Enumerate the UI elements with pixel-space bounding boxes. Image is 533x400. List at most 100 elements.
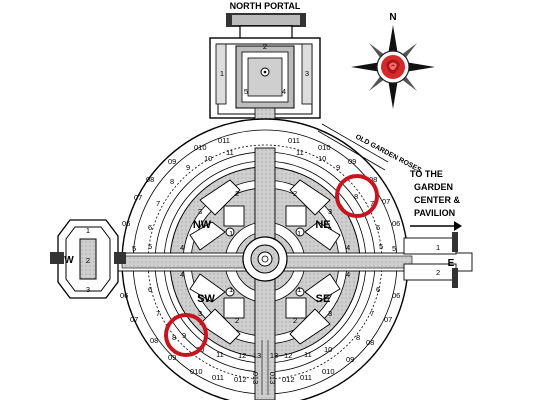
svg-text:07: 07 xyxy=(382,197,390,206)
svg-text:11: 11 xyxy=(226,148,234,157)
svg-text:11: 11 xyxy=(216,350,224,359)
svg-text:08: 08 xyxy=(369,175,377,184)
svg-text:07: 07 xyxy=(134,193,142,202)
svg-text:2: 2 xyxy=(436,268,440,277)
highlight-bed-9[interactable]: 9 xyxy=(164,313,208,357)
svg-text:8: 8 xyxy=(354,192,358,201)
svg-text:3: 3 xyxy=(328,309,332,318)
inner-bed-numbers: 2 2 3 3 4 4 5 5 4 4 3 3 2 2 1 1 1 1 5 5 xyxy=(132,189,396,325)
quadrant-beds xyxy=(189,179,341,345)
svg-text:5: 5 xyxy=(132,244,136,253)
svg-text:3: 3 xyxy=(198,309,202,318)
portal-bed-1-label: 1 xyxy=(220,69,224,78)
portal-bed-2-label: 2 xyxy=(263,42,267,51)
svg-text:4: 4 xyxy=(180,243,184,252)
svg-text:3: 3 xyxy=(198,207,202,216)
svg-text:6: 6 xyxy=(148,223,152,232)
svg-text:12: 12 xyxy=(238,351,246,360)
svg-text:012: 012 xyxy=(234,375,247,384)
svg-text:013: 013 xyxy=(251,372,260,385)
svg-text:1: 1 xyxy=(297,285,301,294)
svg-text:011: 011 xyxy=(288,136,300,145)
svg-text:1: 1 xyxy=(86,226,90,235)
quadrant-label-nw: NW xyxy=(193,219,212,231)
svg-text:012: 012 xyxy=(282,375,295,384)
svg-text:010: 010 xyxy=(194,143,207,152)
east-path-label: E xyxy=(448,258,455,269)
svg-text:10: 10 xyxy=(324,345,332,354)
svg-text:7: 7 xyxy=(370,309,374,318)
rose-icon xyxy=(381,55,405,79)
svg-text:09: 09 xyxy=(346,355,354,364)
svg-text:CENTER &: CENTER & xyxy=(414,195,461,205)
svg-text:09: 09 xyxy=(348,157,356,166)
svg-text:07: 07 xyxy=(130,315,138,324)
svg-text:06: 06 xyxy=(392,291,400,300)
quadrant-label-sw: SW xyxy=(197,293,215,305)
svg-text:2: 2 xyxy=(293,316,297,325)
svg-text:GARDEN: GARDEN xyxy=(414,182,453,192)
svg-text:06: 06 xyxy=(122,219,130,228)
svg-text:1: 1 xyxy=(297,229,301,238)
svg-text:9: 9 xyxy=(182,331,186,340)
svg-text:011: 011 xyxy=(300,373,312,382)
svg-text:5: 5 xyxy=(392,244,396,253)
svg-text:4: 4 xyxy=(346,270,350,279)
svg-text:6: 6 xyxy=(148,285,152,294)
central-fountain xyxy=(242,236,288,282)
arrow-right-icon xyxy=(454,221,462,231)
svg-text:8: 8 xyxy=(356,333,360,342)
svg-text:1: 1 xyxy=(229,285,233,294)
direction-sign: TO THE GARDEN CENTER & PAVILION xyxy=(410,169,462,231)
west-structure: W 1 2 3 xyxy=(50,219,126,299)
south-path-numbers: 13 13 013 013 xyxy=(251,351,278,384)
svg-text:5: 5 xyxy=(379,242,383,251)
svg-text:4: 4 xyxy=(346,243,350,252)
svg-text:2: 2 xyxy=(86,256,90,265)
svg-text:08: 08 xyxy=(366,338,374,347)
svg-text:7: 7 xyxy=(156,309,160,318)
svg-text:1: 1 xyxy=(229,229,233,238)
svg-text:010: 010 xyxy=(322,367,335,376)
compass-north-label: N xyxy=(389,12,396,23)
svg-text:010: 010 xyxy=(318,143,331,152)
svg-text:07: 07 xyxy=(384,315,392,324)
svg-text:4: 4 xyxy=(180,270,184,279)
svg-text:9: 9 xyxy=(186,163,190,172)
svg-text:13: 13 xyxy=(253,351,261,360)
svg-text:011: 011 xyxy=(218,136,230,145)
svg-text:2: 2 xyxy=(293,189,297,198)
quadrant-label-ne: NE xyxy=(315,219,330,231)
svg-text:08: 08 xyxy=(146,175,154,184)
east-path: 1 2 E xyxy=(403,232,458,288)
svg-text:5: 5 xyxy=(148,242,152,251)
portal-bed-5-label: 5 xyxy=(244,87,248,96)
quadrant-label-se: SE xyxy=(316,293,331,305)
svg-text:2: 2 xyxy=(235,189,239,198)
svg-text:13: 13 xyxy=(270,351,278,360)
west-structure-label: W xyxy=(64,255,74,266)
svg-text:013: 013 xyxy=(268,372,277,385)
svg-text:7: 7 xyxy=(156,199,160,208)
svg-text:2: 2 xyxy=(235,316,239,325)
svg-text:PAVILION: PAVILION xyxy=(414,208,455,218)
svg-text:06: 06 xyxy=(120,291,128,300)
svg-text:06: 06 xyxy=(392,219,400,228)
svg-text:09: 09 xyxy=(168,157,176,166)
svg-text:TO THE: TO THE xyxy=(410,169,443,179)
svg-text:09: 09 xyxy=(168,353,176,362)
portal-bed-3-label: 3 xyxy=(305,69,309,78)
svg-text:10: 10 xyxy=(318,154,326,163)
highlight-bed-8[interactable]: 8 xyxy=(335,174,379,218)
svg-text:11: 11 xyxy=(304,350,312,359)
north-portal-title: NORTH PORTAL xyxy=(230,1,301,11)
svg-text:11: 11 xyxy=(296,148,304,157)
svg-text:6: 6 xyxy=(376,285,380,294)
svg-text:12: 12 xyxy=(284,351,292,360)
outer-bed-numbers: 06 06 07 07 08 08 09 09 010 010 011 011 … xyxy=(120,136,400,384)
svg-text:8: 8 xyxy=(172,333,176,342)
svg-text:3: 3 xyxy=(328,207,332,216)
svg-text:1: 1 xyxy=(436,243,440,252)
svg-text:3: 3 xyxy=(86,285,90,294)
svg-text:6: 6 xyxy=(376,223,380,232)
